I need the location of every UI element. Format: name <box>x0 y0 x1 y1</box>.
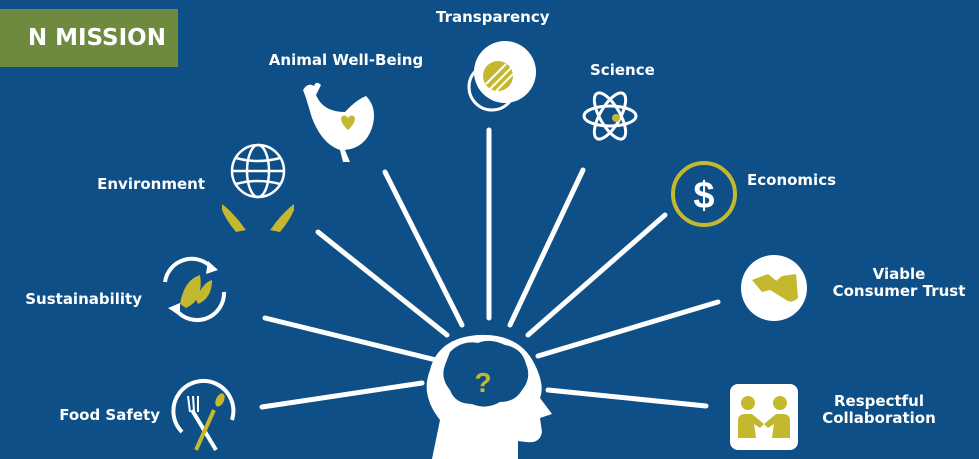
mission-banner-text: N MISSION <box>27 25 166 51</box>
transparency-circles-icon <box>467 41 536 112</box>
label-sustainability: Sustainability <box>25 290 142 308</box>
line-science <box>507 167 586 328</box>
brain-head-icon <box>426 334 552 459</box>
label-respectful: Respectful <box>834 392 924 410</box>
fork-knife-wheat-icon <box>171 379 236 452</box>
line-environment <box>315 229 450 338</box>
mission-banner: N MISSION <box>0 9 178 67</box>
label-collaboration: Collaboration <box>822 409 936 428</box>
label-respectful-collaboration: Respectful Collaboration <box>814 392 944 428</box>
handshake-icon <box>741 255 807 321</box>
label-viable: Viable <box>872 265 926 283</box>
label-science: Science <box>590 61 655 79</box>
svg-text:$: $ <box>693 175 714 217</box>
dollar-icon: $ <box>671 161 737 227</box>
connector-lines <box>259 127 721 410</box>
label-transparency: Transparency <box>436 8 550 26</box>
chicken-icon <box>303 82 374 162</box>
globe-hands-icon <box>222 143 294 232</box>
label-animal-well-being: Animal Well-Being <box>268 51 424 69</box>
question-mark: ? <box>474 367 491 398</box>
recycle-leaf-icon <box>163 256 227 323</box>
label-economics: Economics <box>747 171 837 189</box>
label-viable-consumer-trust: Viable Consumer Trust <box>824 265 974 301</box>
line-animal <box>382 169 465 328</box>
label-environment: Environment <box>97 175 205 193</box>
collaboration-people-icon <box>730 384 798 450</box>
line-trust <box>535 299 721 359</box>
atom-icon <box>582 91 638 141</box>
line-sustainability <box>262 315 439 363</box>
label-consumer-trust: Consumer Trust <box>832 282 966 301</box>
line-economics <box>525 212 668 338</box>
line-food-safety <box>259 380 425 410</box>
line-collaboration <box>545 387 709 409</box>
label-food-safety: Food Safety <box>59 406 160 424</box>
